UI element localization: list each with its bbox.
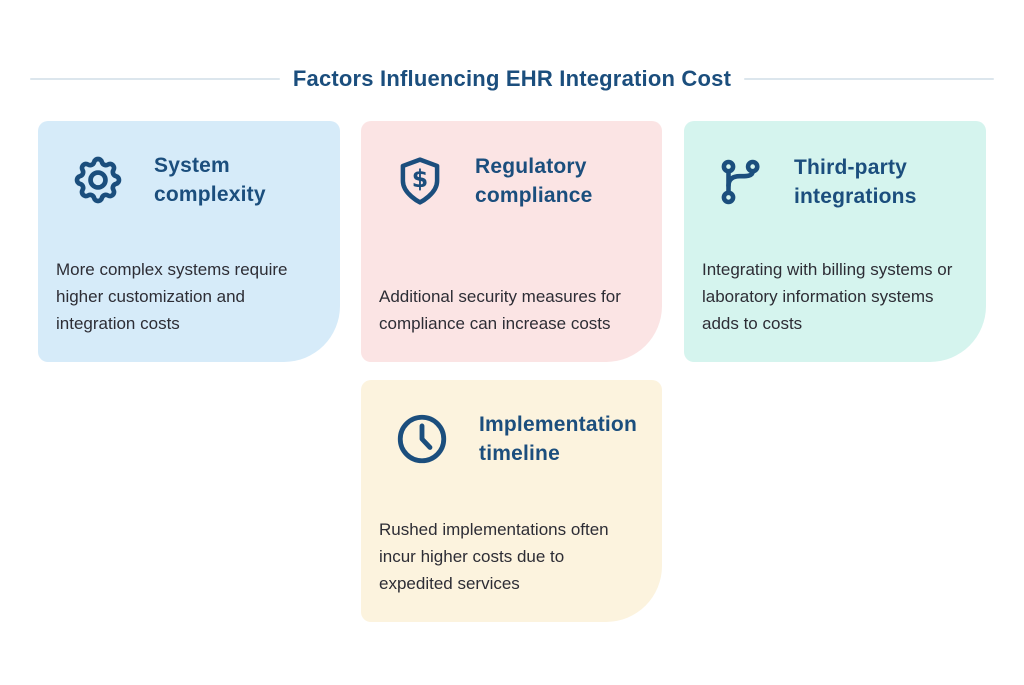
card-title: System complexity — [154, 154, 266, 206]
card-header: System complexity — [70, 151, 320, 209]
card-header: Third-party integrations — [716, 151, 966, 213]
card-description: Integrating with billing systems or labo… — [702, 260, 953, 333]
card-system-complexity: System complexity More complex systems r… — [38, 121, 340, 362]
header: Factors Influencing EHR Integration Cost — [30, 66, 994, 92]
card-implementation-timeline: Implementation timeline Rushed implement… — [361, 380, 662, 622]
card-regulatory-compliance: $ Regulatory compliance Additional secur… — [361, 121, 662, 362]
card-third-party-integrations: Third-party integrations Integrating wit… — [684, 121, 986, 362]
card-header: $ Regulatory compliance — [393, 151, 642, 211]
shield-dollar-icon: $ — [393, 151, 447, 211]
card-title: Third-party integrations — [794, 156, 917, 208]
card-description: More complex systems require higher cust… — [56, 260, 288, 333]
divider-line-right — [744, 78, 994, 80]
clock-icon — [393, 410, 451, 468]
card-description: Rushed implementations often incur highe… — [379, 520, 609, 593]
git-branch-icon — [716, 151, 766, 213]
page-title: Factors Influencing EHR Integration Cost — [292, 66, 732, 91]
card-title: Regulatory compliance — [475, 155, 593, 207]
gear-icon — [70, 152, 126, 208]
card-header: Implementation timeline — [393, 410, 642, 468]
card-description: Additional security measures for complia… — [379, 287, 621, 333]
card-title: Implementation timeline — [479, 413, 637, 465]
divider-line-left — [30, 78, 280, 80]
svg-text:$: $ — [412, 165, 428, 193]
